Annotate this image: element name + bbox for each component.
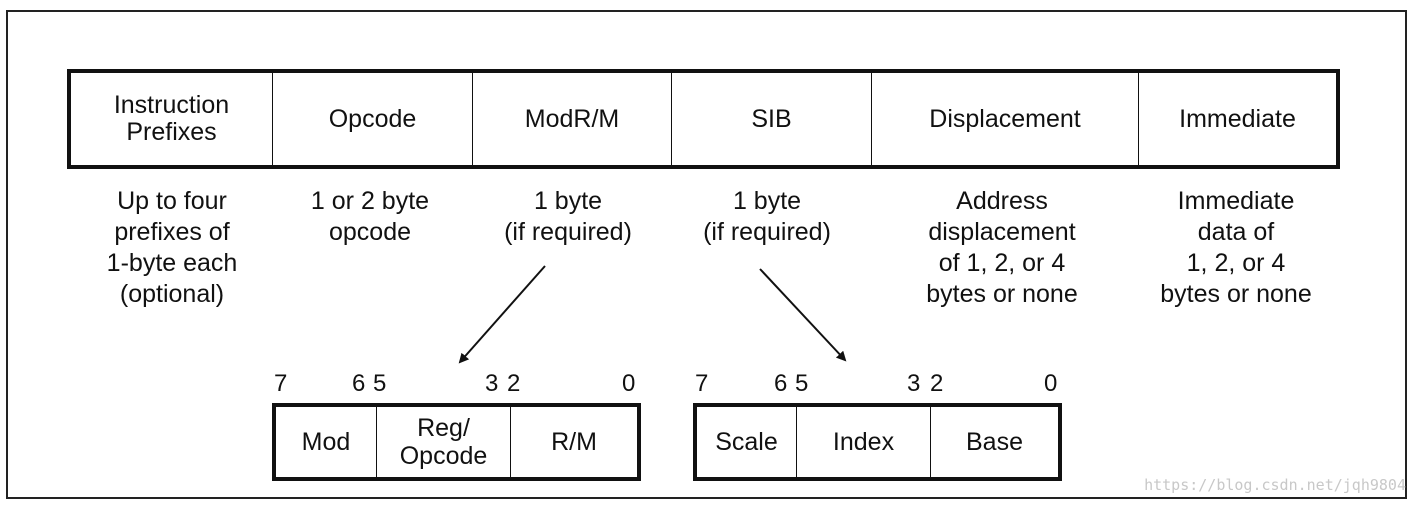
field-immediate: Immediate: [1139, 73, 1336, 165]
cell-label: Scale: [715, 428, 778, 456]
sib-bit-6: 6: [774, 370, 788, 397]
sib-scale-cell: Scale: [697, 407, 797, 477]
field-label: Opcode: [328, 104, 417, 133]
modrm-bit-6: 6: [352, 370, 366, 397]
modrm-byte-box: Mod Reg/ Opcode R/M: [272, 403, 641, 481]
diagram-frame: [6, 10, 1407, 499]
sib-bit-3: 3: [907, 370, 921, 397]
desc-sib: 1 byte (if required): [703, 187, 831, 246]
modrm-reg-cell: Reg/ Opcode: [377, 407, 511, 477]
cell-label: Reg/ Opcode: [399, 414, 488, 470]
cell-label: R/M: [551, 428, 597, 456]
desc-displacement: Address displacement of 1, 2, or 4 bytes…: [926, 187, 1078, 308]
modrm-bit-2: 2: [507, 370, 521, 397]
cell-label: Base: [966, 428, 1023, 456]
modrm-bit-3: 3: [485, 370, 499, 397]
cell-label: Index: [832, 428, 895, 456]
cell-label: Mod: [301, 428, 351, 456]
field-displacement: Displacement: [872, 73, 1139, 165]
sib-index-cell: Index: [797, 407, 931, 477]
sib-base-cell: Base: [931, 407, 1058, 477]
modrm-rm-cell: R/M: [511, 407, 637, 477]
field-label: SIB: [751, 104, 792, 133]
modrm-bit-7: 7: [274, 370, 288, 397]
desc-modrm: 1 byte (if required): [504, 187, 632, 246]
modrm-bit-5: 5: [373, 370, 387, 397]
field-label: Immediate: [1179, 104, 1296, 133]
sib-bit-7: 7: [695, 370, 709, 397]
field-sib: SIB: [672, 73, 872, 165]
sib-byte-box: Scale Index Base: [693, 403, 1062, 481]
modrm-bit-0: 0: [622, 370, 636, 397]
modrm-mod-cell: Mod: [276, 407, 377, 477]
sib-bit-2: 2: [930, 370, 944, 397]
field-label: ModR/M: [524, 104, 620, 133]
field-modrm: ModR/M: [473, 73, 672, 165]
desc-instruction-prefixes: Up to four prefixes of 1-byte each (opti…: [106, 187, 238, 308]
instruction-format-table: Instruction Prefixes Opcode ModR/M SIB D…: [67, 69, 1340, 169]
watermark-text: https://blog.csdn.net/jqh9804: [1144, 476, 1406, 494]
sib-bit-0: 0: [1044, 370, 1058, 397]
field-opcode: Opcode: [273, 73, 473, 165]
field-label: Displacement: [929, 104, 1081, 133]
desc-immediate: Immediate data of 1, 2, or 4 bytes or no…: [1160, 187, 1312, 308]
field-label: Instruction Prefixes: [113, 91, 230, 146]
desc-opcode: 1 or 2 byte opcode: [310, 187, 430, 246]
sib-bit-5: 5: [795, 370, 809, 397]
field-instruction-prefixes: Instruction Prefixes: [71, 73, 273, 165]
